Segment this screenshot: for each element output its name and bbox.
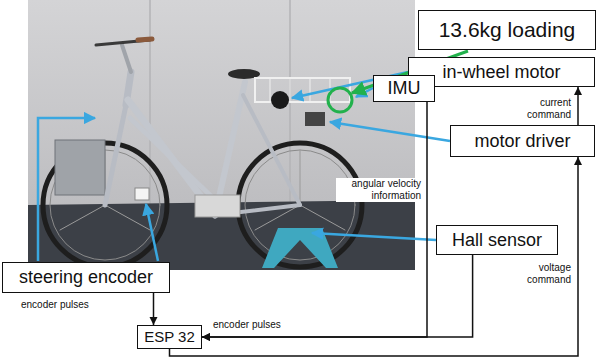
arrow-head (202, 333, 210, 341)
signal-connector (202, 102, 427, 341)
signal-connector (150, 293, 158, 325)
arrow-head (150, 317, 158, 325)
connector-line (170, 157, 579, 356)
signal-label: encoder pulses (212, 319, 282, 331)
box-label: in-wheel motor (442, 62, 560, 83)
component-box: motor driver (450, 125, 595, 157)
signal-connector (202, 255, 473, 341)
arrow-head (202, 333, 210, 341)
component-box: 13.6kg loading (418, 10, 596, 50)
connector-line (202, 255, 473, 337)
component-box: in-wheel motor (408, 57, 595, 87)
component-box: Hall sensor (436, 225, 558, 255)
box-label: IMU (388, 78, 421, 99)
leader-lines (38, 72, 450, 261)
arrow-head (574, 157, 582, 165)
signal-connector (170, 157, 583, 356)
box-label: 13.6kg loading (439, 18, 576, 42)
box-label: motor driver (474, 131, 570, 152)
signal-label: angular velocity information (336, 178, 422, 202)
signal-connector (574, 87, 582, 125)
box-label: steering encoder (19, 267, 153, 288)
box-label: ESP 32 (144, 328, 195, 345)
box-label: Hall sensor (452, 230, 542, 251)
component-box: IMU (373, 75, 435, 102)
component-box: steering encoder (2, 262, 170, 293)
component-box: ESP 32 (137, 325, 202, 349)
photo-background (28, 0, 415, 270)
arrow-head (574, 87, 582, 95)
connector-line (202, 102, 427, 337)
signal-label: current command (516, 97, 572, 121)
signal-label: encoder pulses (20, 299, 90, 311)
signal-label: voltage command (498, 262, 572, 286)
